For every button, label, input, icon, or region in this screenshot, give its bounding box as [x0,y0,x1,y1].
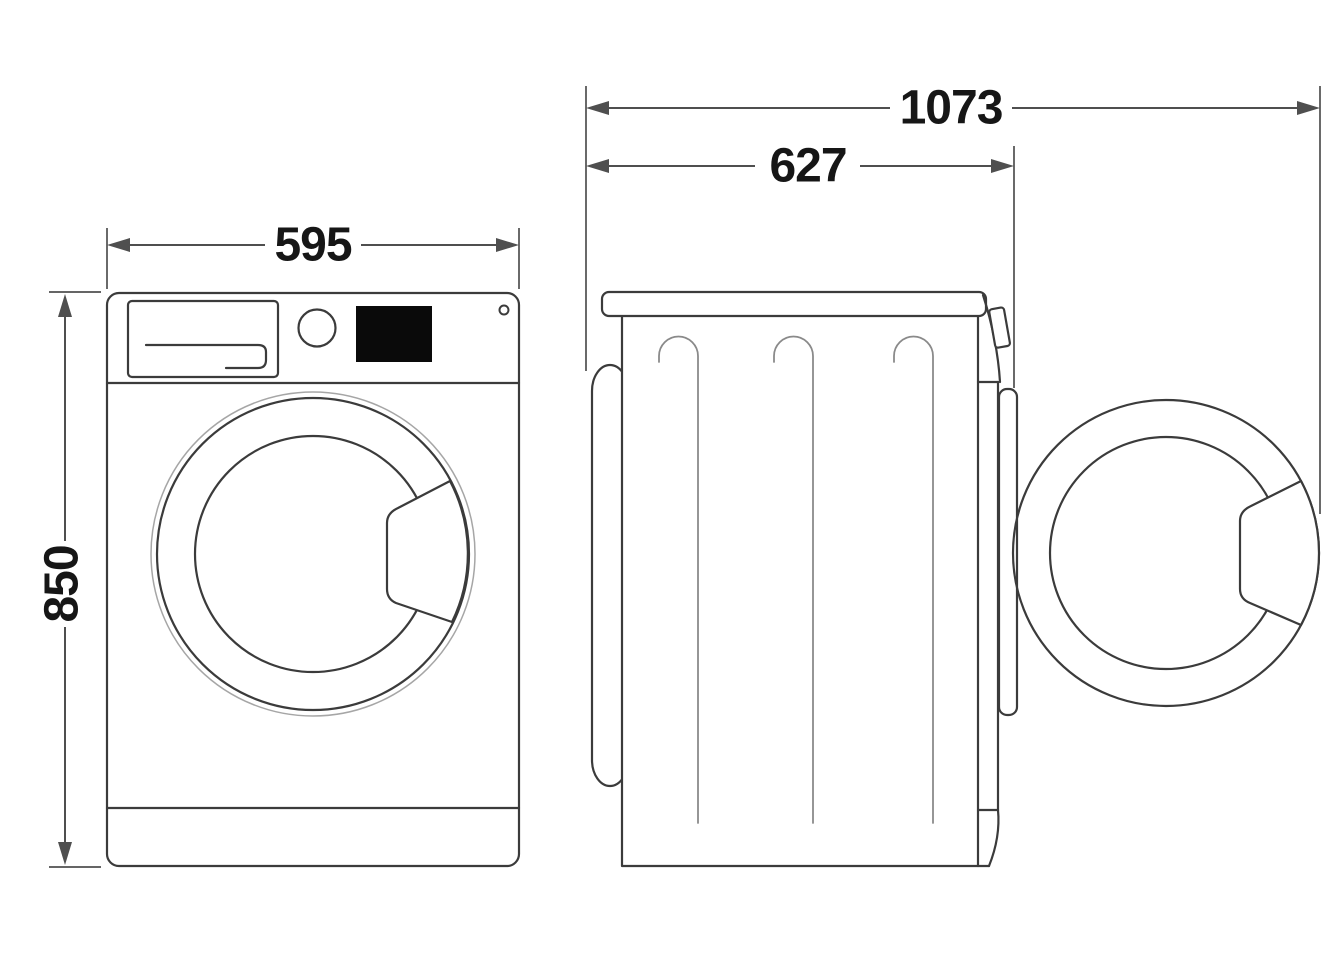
dim-label-front-height: 850 [36,545,89,622]
front-body-outline [105,291,521,868]
front-foot-curve [987,808,1000,868]
detergent-drawer-handle [144,343,268,370]
open-door [1011,398,1321,708]
front-view [105,291,521,868]
arrowhead-right-icon [1297,101,1320,115]
door-lock-latch [988,306,1011,349]
door-hinge-slab [997,387,1019,717]
side-panel-groove-2 [773,335,814,824]
dim-label-side-total-depth: 1073 [900,82,1003,135]
porthole-door-front [150,391,476,717]
arrowhead-down-icon [58,842,72,865]
dimension-side-total-depth: 1073 [585,82,1321,514]
door-handle-front [385,479,469,624]
dimension-side-body-depth: 627 [586,140,1015,388]
dim-label-side-body-depth: 627 [769,140,846,193]
dimension-front-height: 850 [36,291,101,868]
door-outer-rim [150,391,476,717]
detergent-drawer [126,299,280,379]
arrowhead-left-icon [586,101,609,115]
dimensions: 595 850 1073 627 [36,82,1321,868]
arrowhead-right-icon [496,238,519,252]
dim-label-front-width: 595 [274,219,351,272]
program-knob [297,308,337,348]
side-body-outline [620,313,980,868]
power-led-icon [498,304,510,316]
side-view [590,290,1321,868]
display-panel [356,306,432,362]
side-panel-groove-1 [658,335,699,824]
top-lid [600,290,988,318]
open-door-handle [1238,479,1321,627]
arrowhead-left-icon [586,159,609,173]
door-ring [155,396,471,712]
arrowhead-up-icon [58,294,72,317]
side-panel-groove-3 [893,335,934,824]
dimension-front-width: 595 [106,219,520,289]
arrowhead-left-icon [107,238,130,252]
arrowhead-right-icon [991,159,1014,173]
